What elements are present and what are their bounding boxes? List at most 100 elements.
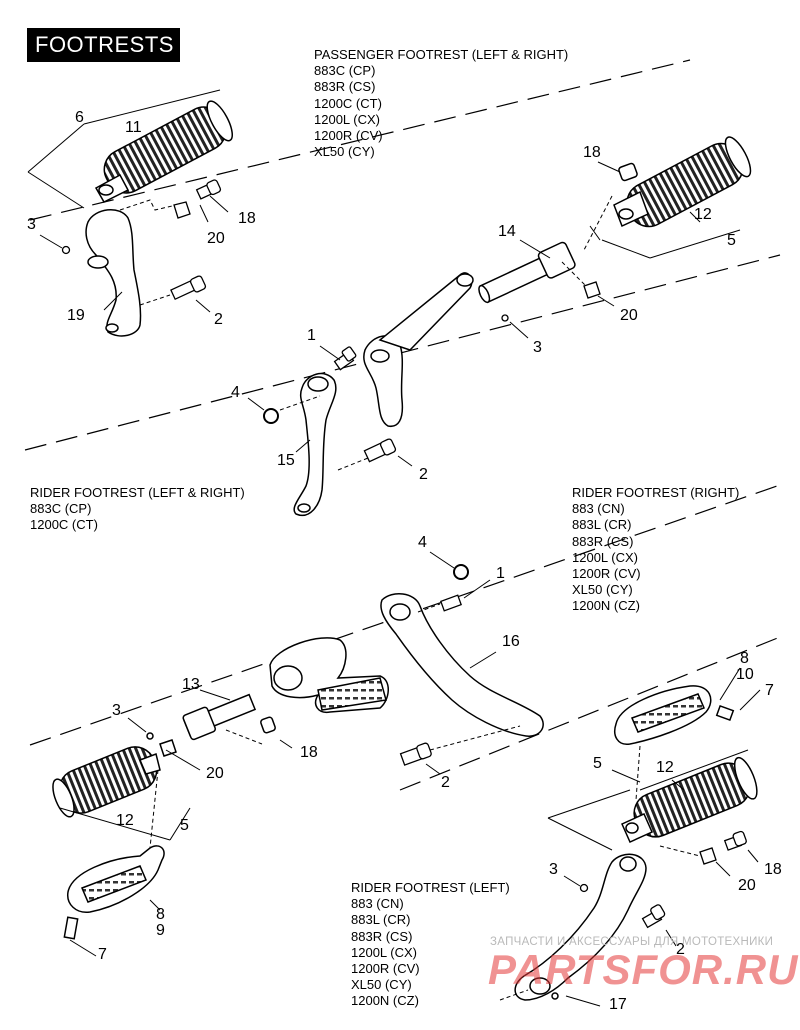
- passenger-right-pivot-pin: [478, 241, 576, 304]
- rider-left-leaders: [499, 667, 761, 1007]
- callout-number: 18: [764, 861, 782, 878]
- rider-right-section-label: RIDER FOOTREST (RIGHT) 883 (CN) 883L (CR…: [572, 485, 739, 615]
- rider-right-shift-arm: [380, 593, 544, 737]
- passenger-right-leaders: [509, 161, 741, 339]
- watermark-tagline: ЗАПЧАСТИ И АКСЕССУАРЫ ДЛЯ МОТОТЕХНИКИ: [490, 936, 774, 948]
- callout-number: 2: [214, 311, 223, 328]
- callout-number: 5: [727, 232, 736, 249]
- callout-number: 4: [418, 534, 427, 551]
- callout-number: 20: [738, 877, 756, 894]
- callout-number: 3: [549, 861, 558, 878]
- rider-right-footplate: [63, 845, 165, 940]
- model-code: 1200L (CX): [351, 944, 417, 960]
- callout-number: 19: [67, 307, 85, 324]
- model-code: 1200R (CV): [314, 128, 383, 144]
- rider-left-shift-lever: [514, 853, 647, 1001]
- passenger-left-pin: [61, 179, 222, 255]
- passenger-left-bolt: [170, 275, 207, 301]
- callout-number: 8: [156, 906, 165, 923]
- rider-forward-bracket: [293, 372, 337, 517]
- section-heading: PASSENGER FOOTREST (LEFT & RIGHT): [314, 47, 569, 62]
- callout-number: 1: [496, 565, 505, 582]
- callout-number: 16: [502, 633, 520, 650]
- model-code: 883R (CS): [314, 79, 376, 95]
- callout-number: 5: [180, 817, 189, 834]
- model-code: XL50 (CY): [572, 582, 633, 598]
- section-heading: RIDER FOOTREST (LEFT & RIGHT): [30, 485, 245, 500]
- rider-left-right-section-label: RIDER FOOTREST (LEFT & RIGHT) 883C (CP) …: [30, 485, 245, 534]
- rider-right-fasteners: [399, 564, 469, 766]
- callout-number: 15: [277, 452, 295, 469]
- model-code: 1200R (CV): [351, 961, 420, 977]
- model-code: 883 (CN): [572, 501, 625, 517]
- model-code: 883L (CR): [572, 517, 632, 533]
- callout-number: 7: [98, 946, 107, 963]
- page-title: FOOTRESTS: [27, 28, 180, 62]
- model-code: 883 (CN): [351, 896, 404, 912]
- passenger-right-small-parts: [501, 281, 601, 322]
- rider-right-footpad: [269, 637, 389, 714]
- section-heading: RIDER FOOTREST (RIGHT): [572, 485, 740, 500]
- passenger-left-leaders: [27, 89, 229, 313]
- callout-number: 18: [300, 744, 318, 761]
- model-code: 1200N (CZ): [351, 993, 419, 1009]
- model-code: 883R (CS): [572, 533, 634, 549]
- rider-left-fasteners: [579, 830, 747, 929]
- callout-number: 13: [182, 676, 200, 693]
- model-code: 1200L (CX): [314, 111, 380, 127]
- rider-right-pin: [182, 693, 276, 741]
- callout-number: 11: [125, 119, 142, 136]
- callout-number: 4: [231, 384, 240, 401]
- passenger-section-label: PASSENGER FOOTREST (LEFT & RIGHT) 883C (…: [314, 47, 568, 160]
- model-code: 883L (CR): [351, 912, 411, 928]
- callout-number: 2: [419, 466, 428, 483]
- callout-number: 20: [206, 765, 224, 782]
- callout-number: 1: [307, 327, 316, 344]
- callout-number: 2: [676, 941, 685, 958]
- callout-number: 9: [156, 922, 165, 939]
- callout-number: 3: [27, 216, 36, 233]
- callout-number: 20: [207, 230, 225, 247]
- callout-number: 5: [593, 755, 602, 772]
- model-code: XL50 (CY): [314, 144, 375, 160]
- model-code: 1200C (CT): [30, 517, 98, 533]
- callout-number: 10: [736, 666, 754, 683]
- callout-number: 6: [75, 109, 84, 126]
- model-code: 883C (CP): [30, 501, 92, 517]
- model-code: 1200R (CV): [572, 566, 641, 582]
- model-code: 883C (CP): [314, 63, 376, 79]
- callout-number: 12: [656, 759, 674, 776]
- callout-number: 7: [765, 682, 774, 699]
- passenger-left-footpeg: [94, 100, 234, 203]
- rider-forward-fasteners: [263, 346, 397, 463]
- callout-number: 12: [116, 812, 134, 829]
- rider-left-footplate: [614, 685, 735, 745]
- model-code: 1200C (CT): [314, 95, 382, 111]
- callout-number: 18: [583, 144, 601, 161]
- rider-right-peg: [52, 732, 177, 818]
- callout-number: 17: [609, 996, 627, 1013]
- callout-number: 3: [533, 339, 542, 356]
- watermark-logo: PARTSFOR.RU: [488, 946, 799, 993]
- callout-number: 12: [694, 206, 712, 223]
- rider-left-peg: [621, 756, 758, 843]
- callout-number: 2: [441, 774, 450, 791]
- callout-number: 14: [498, 223, 516, 240]
- rider-left-section-label: RIDER FOOTREST (LEFT) 883 (CN) 883L (CR)…: [351, 880, 510, 1010]
- model-code: XL50 (CY): [351, 977, 412, 993]
- passenger-right-mount: [363, 272, 474, 428]
- rider-forward-leaders: [247, 345, 413, 471]
- passenger-left-bracket: [85, 209, 142, 337]
- callout-number: 8: [740, 650, 749, 667]
- callout-number: 3: [112, 702, 121, 719]
- model-code: 883R (CS): [351, 928, 413, 944]
- callout-number: 20: [620, 307, 638, 324]
- passenger-right-footpeg: [613, 136, 752, 228]
- section-heading: RIDER FOOTREST (LEFT): [351, 880, 510, 895]
- model-code: 1200L (CX): [572, 549, 638, 565]
- callout-number: 18: [238, 210, 256, 227]
- rider-right-leaders: [59, 551, 521, 957]
- model-code: 1200N (CZ): [572, 598, 640, 614]
